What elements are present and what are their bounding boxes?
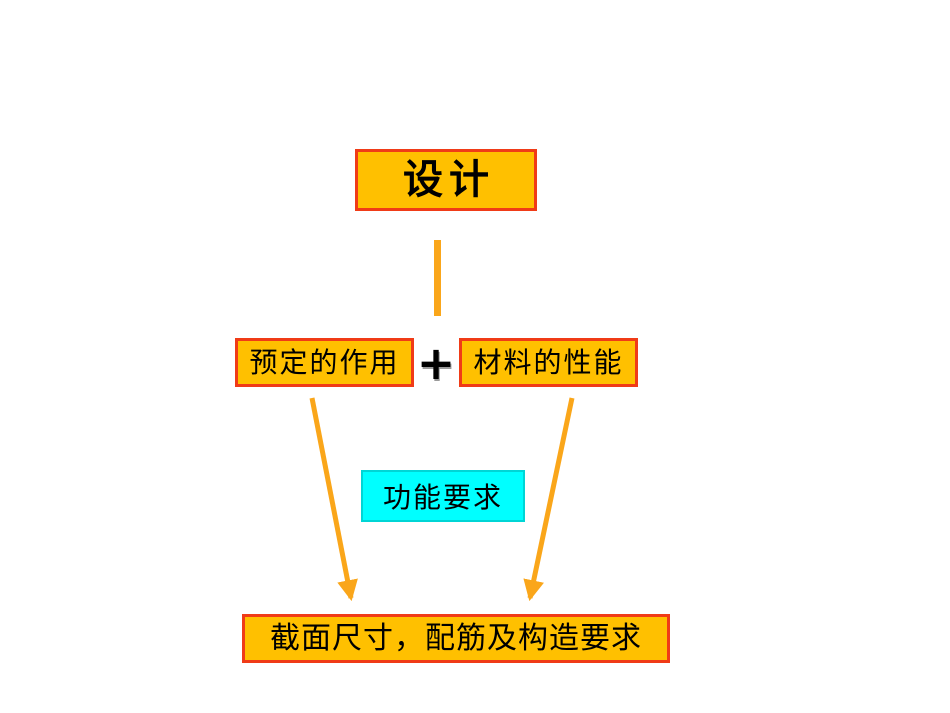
functional-requirement-box: 功能要求 bbox=[361, 470, 525, 522]
intended-action-label: 预定的作用 bbox=[249, 345, 400, 379]
vertical-connector-line bbox=[434, 240, 441, 316]
right-arrow bbox=[523, 397, 575, 602]
material-performance-label: 材料的性能 bbox=[473, 345, 624, 379]
design-box-label: 设计 bbox=[403, 156, 495, 203]
left-arrow bbox=[309, 397, 358, 602]
functional-requirement-label: 功能要求 bbox=[382, 481, 503, 514]
intended-action-box: 预定的作用 bbox=[235, 338, 414, 387]
design-box: 设计 bbox=[355, 149, 537, 211]
plus-operator: + bbox=[416, 336, 456, 390]
result-box-label: 截面尺寸，配筋及构造要求 bbox=[270, 620, 642, 656]
material-performance-box: 材料的性能 bbox=[459, 338, 638, 387]
result-box: 截面尺寸，配筋及构造要求 bbox=[242, 614, 670, 663]
